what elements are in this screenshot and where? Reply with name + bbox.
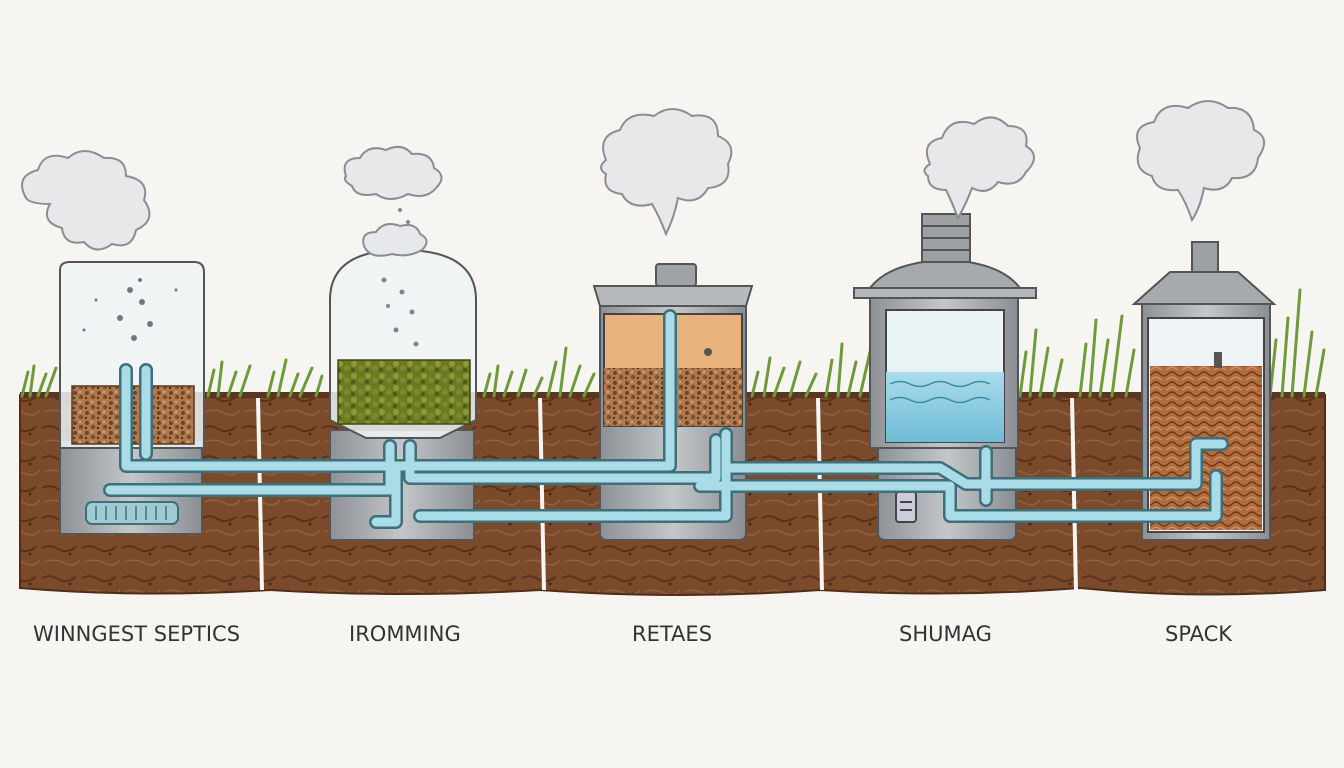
pipe-network bbox=[103, 309, 1229, 529]
distribution-grate bbox=[85, 501, 179, 525]
grass-tufts bbox=[20, 288, 1326, 398]
tank-4-contents bbox=[886, 372, 1004, 442]
steam-clouds bbox=[21, 100, 1265, 257]
stage-label-3: RETAES bbox=[632, 622, 712, 646]
tank-2-contents bbox=[337, 359, 471, 425]
stage-label-5: SPACK bbox=[1165, 622, 1233, 646]
tank-spack bbox=[1131, 241, 1277, 541]
stage-label-2: IROMMING bbox=[349, 622, 461, 646]
stage-label-4: SHUMAG bbox=[899, 622, 992, 646]
stage-label-1: WINNGEST SEPTICS bbox=[33, 622, 240, 646]
stage-labels: WINNGEST SEPTICS IROMMING RETAES SHUMAG … bbox=[33, 622, 1233, 646]
